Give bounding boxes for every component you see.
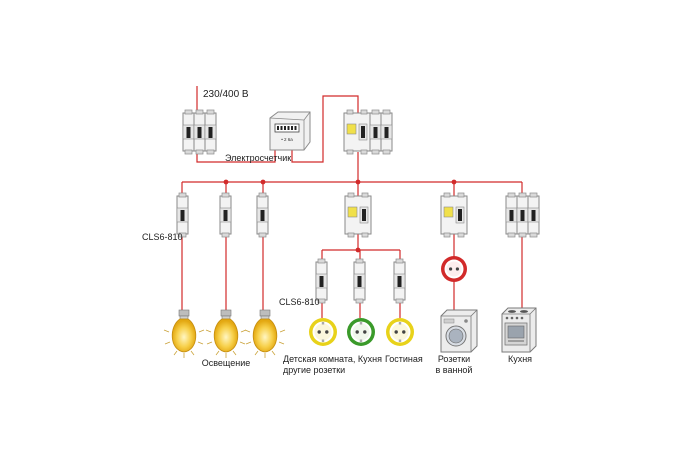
sockets-rcd-icon: [344, 192, 372, 238]
main-breaker-icon: [182, 109, 217, 155]
breaker-model-center-label: CLS6-810: [279, 297, 320, 307]
socket-living-room-icon: [386, 318, 414, 346]
lighting-breaker-2-icon: [219, 192, 232, 238]
lighting-breaker-3-icon: [256, 192, 269, 238]
stove-icon: [501, 307, 537, 353]
light-bulb-1-icon: [163, 309, 205, 359]
bathroom-label-line1: Розетки: [437, 354, 471, 364]
bathroom-rcd-icon: [440, 192, 468, 238]
junction-dots: [223, 179, 457, 253]
meter-feed-wire: [196, 150, 276, 163]
breaker-model-left-label: CLS6-810: [142, 232, 183, 242]
kids-room-label-line2: другие розетки: [283, 365, 346, 375]
socket-kitchen-icon: [347, 318, 375, 346]
meter-to-rcd-wire: [291, 95, 359, 163]
lighting-breaker-1-icon: [176, 192, 189, 238]
supply-voltage-label: 230/400 В: [203, 89, 249, 100]
meter-icon: • 2 6a: [269, 111, 311, 151]
meter-display-text: • 2 6a: [281, 137, 293, 142]
socket-breaker-3-icon: [393, 258, 406, 304]
kids-room-label-line1: Детская комната, Кухня: [283, 354, 382, 364]
meter-label: Электросчетчик: [225, 153, 292, 163]
socket-breaker-2-icon: [353, 258, 366, 304]
bathroom-label-line2: в ванной: [435, 365, 473, 375]
washing-machine-icon: [440, 309, 478, 353]
wires: [181, 86, 523, 318]
light-bulb-3-icon: [244, 309, 286, 359]
socket-kids-room-icon: [309, 318, 337, 346]
socket-bathroom-icon: [441, 256, 467, 282]
kitchen-label: Кухня: [507, 354, 533, 364]
main-rcd-icon: [343, 109, 393, 155]
lighting-label: Освещение: [201, 358, 251, 368]
living-room-label: Гостиная: [385, 354, 423, 364]
light-bulb-2-icon: [205, 309, 247, 359]
kitchen-breaker-icon: [505, 192, 540, 238]
